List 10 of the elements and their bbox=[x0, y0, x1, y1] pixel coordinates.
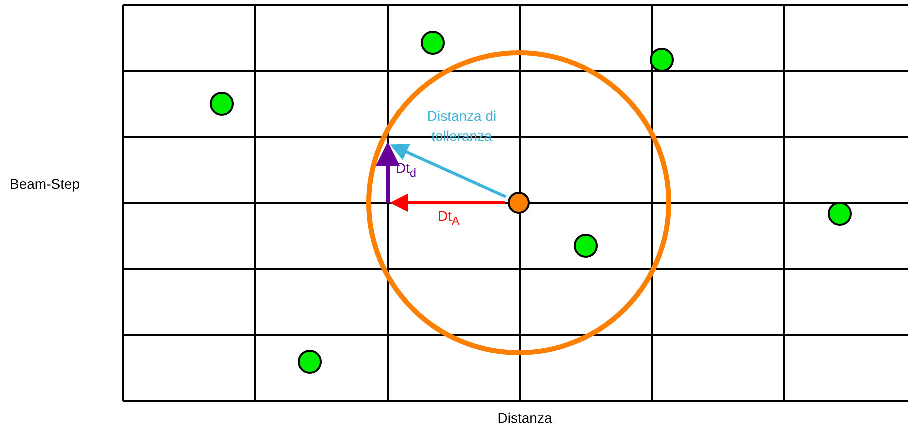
vector-label: Dt$_{A}$ bbox=[438, 207, 461, 230]
point-marker bbox=[508, 192, 530, 214]
point-marker bbox=[298, 350, 322, 374]
point-marker bbox=[650, 48, 674, 72]
point-marker bbox=[210, 92, 234, 116]
point-marker bbox=[421, 31, 445, 55]
point-marker bbox=[828, 202, 852, 226]
axis-label: Beam-Step bbox=[10, 175, 82, 194]
axis-label: Distanza bbox=[496, 409, 554, 428]
point-marker bbox=[574, 234, 598, 258]
